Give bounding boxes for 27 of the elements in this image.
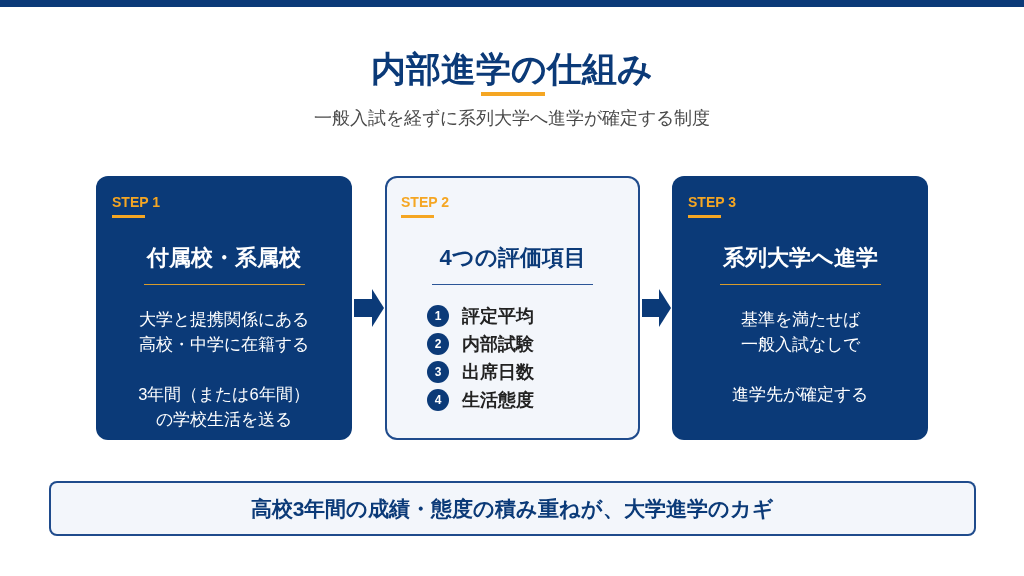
step-box [672,176,928,440]
description-text: 3年間（または6年間）の学校生活を送る [138,384,310,430]
list-item-text: 出席日数 [462,361,534,384]
arrow [354,289,384,327]
number-badge: 3 [427,361,449,383]
list-item-text: 内部試験 [462,333,534,356]
description-text: 大学と提携関係にある高校・中学に在籍する [138,309,310,355]
description-text: 基準を満たせば一般入試なしで [739,309,861,355]
number-badge: 1 [427,305,449,327]
list-item-text: 生活態度 [462,389,534,412]
card-heading: 付属校・系属校 [147,244,301,272]
step-box [385,176,640,440]
step-label: STEP 1 [112,193,160,211]
card-heading: 4つの評価項目 [439,244,586,272]
step-box [96,176,352,440]
subtitle: 一般入試を経ずに系列大学へ進学が確定する制度 [314,107,710,130]
step-label: STEP 3 [688,193,736,211]
step-label: STEP 2 [401,193,449,211]
description-text: 進学先が確定する [731,384,869,405]
number-badge: 4 [427,389,449,411]
arrow [642,289,671,327]
summary-banner [49,481,976,536]
title: 内部進学の仕組み [371,48,653,90]
number-badge: 2 [427,333,449,355]
banner-text: 高校3年間の成績・態度の積み重ねが、大学進学のカギ [250,495,775,522]
card-heading: 系列大学へ進学 [722,244,878,272]
list-item-text: 評定平均 [462,305,534,328]
